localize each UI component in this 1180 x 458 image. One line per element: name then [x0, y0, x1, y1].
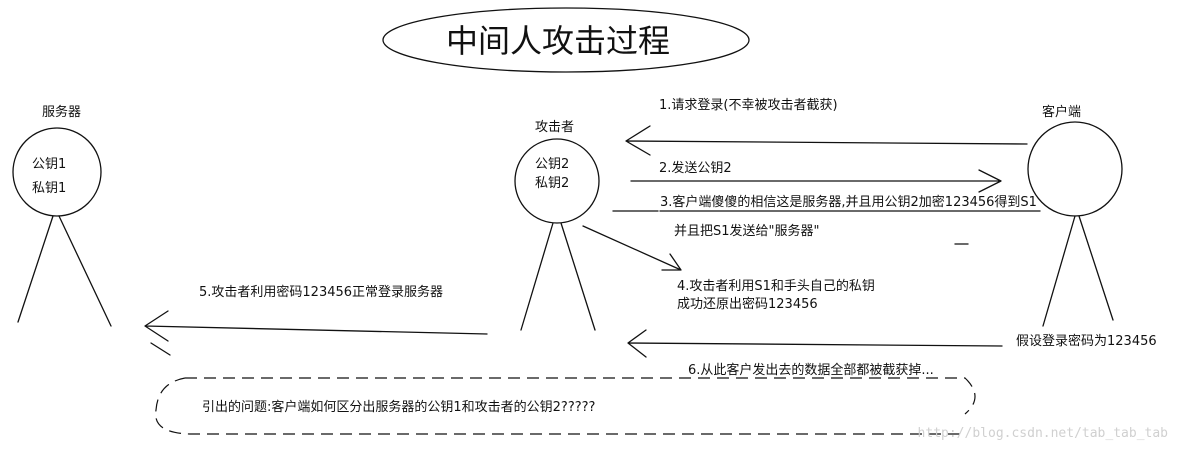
step-2-arrow	[630, 169, 1002, 193]
client-figure: 客户端 假设登录密码为123456	[1016, 104, 1157, 349]
diagram-title: 中间人攻击过程	[446, 22, 670, 60]
step-2-label: 2.发送公钥2	[659, 160, 732, 176]
attacker-name: 攻击者	[535, 120, 574, 135]
step-4: 4.攻击者利用S1和手头自己的私钥 成功还原出密码123456	[582, 225, 875, 312]
question-bubble: 引出的问题:客户端如何区分出服务器的公钥1和攻击者的公钥2?????	[155, 377, 976, 435]
client-head	[1027, 121, 1123, 217]
server-name: 服务器	[42, 104, 81, 120]
client-password-note: 假设登录密码为123456	[1016, 333, 1157, 349]
question-text: 引出的问题:客户端如何区分出服务器的公钥1和攻击者的公钥2?????	[202, 399, 595, 415]
step-5-tick	[150, 342, 171, 356]
server-key-public: 公钥1	[32, 157, 66, 172]
step-3-label-line1: 3.客户端傻傻的相信这是服务器,并且用公钥2加密123456得到S1	[660, 194, 1037, 210]
step-6-label: 6.从此客户发出去的数据全部都被截获掉...	[688, 362, 934, 378]
step-1-arrow	[625, 125, 1028, 156]
step-6: 6.从此客户发出去的数据全部都被截获掉...	[627, 329, 1003, 378]
step-3-label-line2: 并且把S1发送给"服务器"	[674, 223, 819, 239]
step-3: 3.客户端傻傻的相信这是服务器,并且用公钥2加密123456得到S1 并且把S1…	[612, 194, 1041, 245]
attacker-body	[520, 222, 554, 331]
step-5-label: 5.攻击者利用密码123456正常登录服务器	[199, 284, 443, 300]
step-6-arrow	[627, 329, 1003, 358]
step-5: 5.攻击者利用密码123456正常登录服务器	[144, 284, 488, 356]
step-4-label-line2: 成功还原出密码123456	[677, 296, 818, 312]
step-5-arrow	[144, 310, 488, 342]
step-2: 2.发送公钥2	[630, 160, 1002, 193]
watermark: http://blog.csdn.net/tab_tab_tab	[918, 426, 1169, 441]
server-head	[12, 127, 102, 217]
question-bubble-outline	[155, 377, 976, 435]
server-figure: 服务器 公钥1 私钥1	[12, 104, 112, 327]
server-leg	[58, 215, 112, 327]
title-group: 中间人攻击过程	[382, 7, 750, 73]
attacker-key-public: 公钥2	[535, 157, 569, 172]
step-1: 1.请求登录(不幸被攻击者截获)	[625, 98, 1028, 156]
step-4-arrow	[582, 225, 682, 271]
client-name: 客户端	[1042, 104, 1081, 120]
step-4-label-line1: 4.攻击者利用S1和手头自己的私钥	[677, 278, 875, 294]
server-body	[17, 215, 54, 323]
title-ellipse	[382, 7, 750, 73]
client-leg	[1078, 215, 1114, 321]
attacker-figure: 攻击者 公钥2 私钥2	[514, 120, 600, 331]
client-body	[1042, 215, 1076, 327]
attacker-key-private: 私钥2	[535, 176, 569, 191]
attacker-leg	[560, 222, 596, 331]
server-key-private: 私钥1	[32, 181, 66, 196]
step-1-label: 1.请求登录(不幸被攻击者截获)	[659, 98, 838, 113]
attacker-head	[514, 138, 600, 224]
